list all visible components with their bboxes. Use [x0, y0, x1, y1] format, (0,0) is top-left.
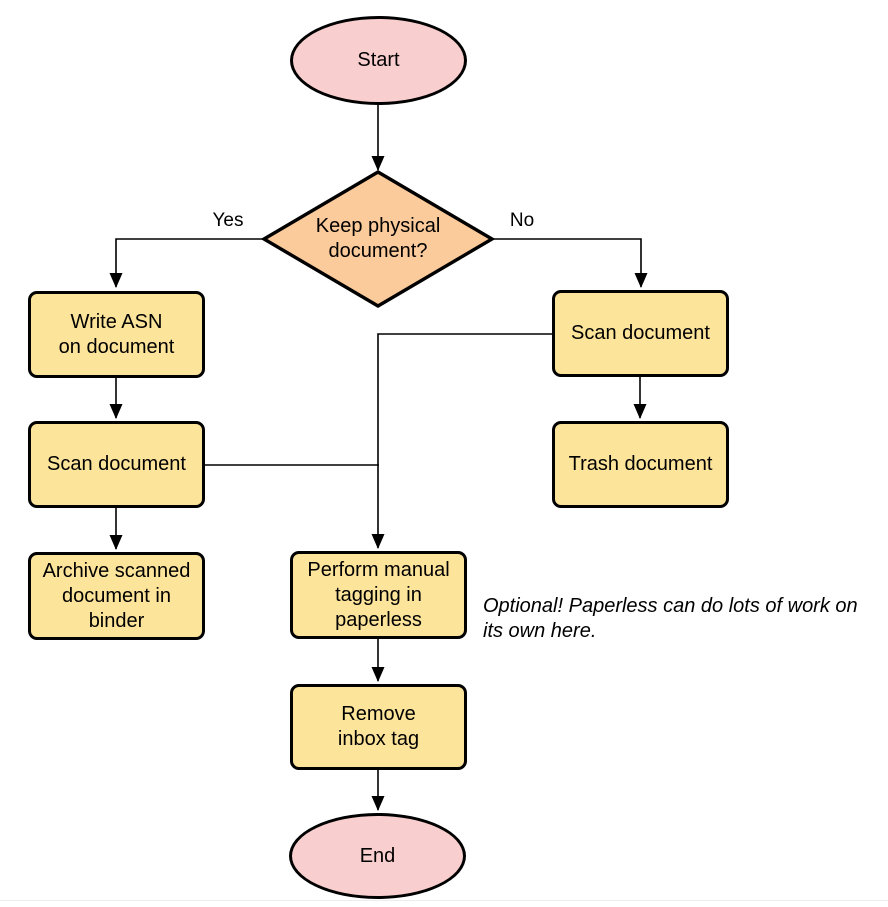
- node-end: End: [289, 813, 466, 899]
- annotation-note: Optional! Paperless can do lots of work …: [483, 595, 858, 642]
- bottom-divider-line: [0, 900, 888, 901]
- edge-decision-no-to-scan-right: [490, 238, 648, 288]
- edge-label-yes: Yes: [198, 208, 258, 234]
- edge-decision-yes-to-write-asn: [109, 238, 266, 288]
- node-decision-label: Keep physical document?: [315, 215, 441, 262]
- node-archive-binder: Archive scanned document in binder: [28, 552, 205, 640]
- node-trash-document: Trash document: [552, 421, 729, 508]
- node-manual-tagging: Perform manual tagging in paperless: [290, 551, 467, 639]
- node-write-asn: Write ASN on document: [28, 291, 205, 378]
- node-remove-inbox-tag: Remove inbox tag: [290, 684, 467, 770]
- node-start: Start: [290, 16, 467, 105]
- edge-scan-right-to-tagging: [371, 333, 552, 549]
- edge-label-no: No: [492, 208, 552, 234]
- decision-diamond-shape: [260, 170, 496, 308]
- node-scan-document-right: Scan document: [552, 290, 729, 377]
- node-scan-document-left: Scan document: [28, 421, 205, 508]
